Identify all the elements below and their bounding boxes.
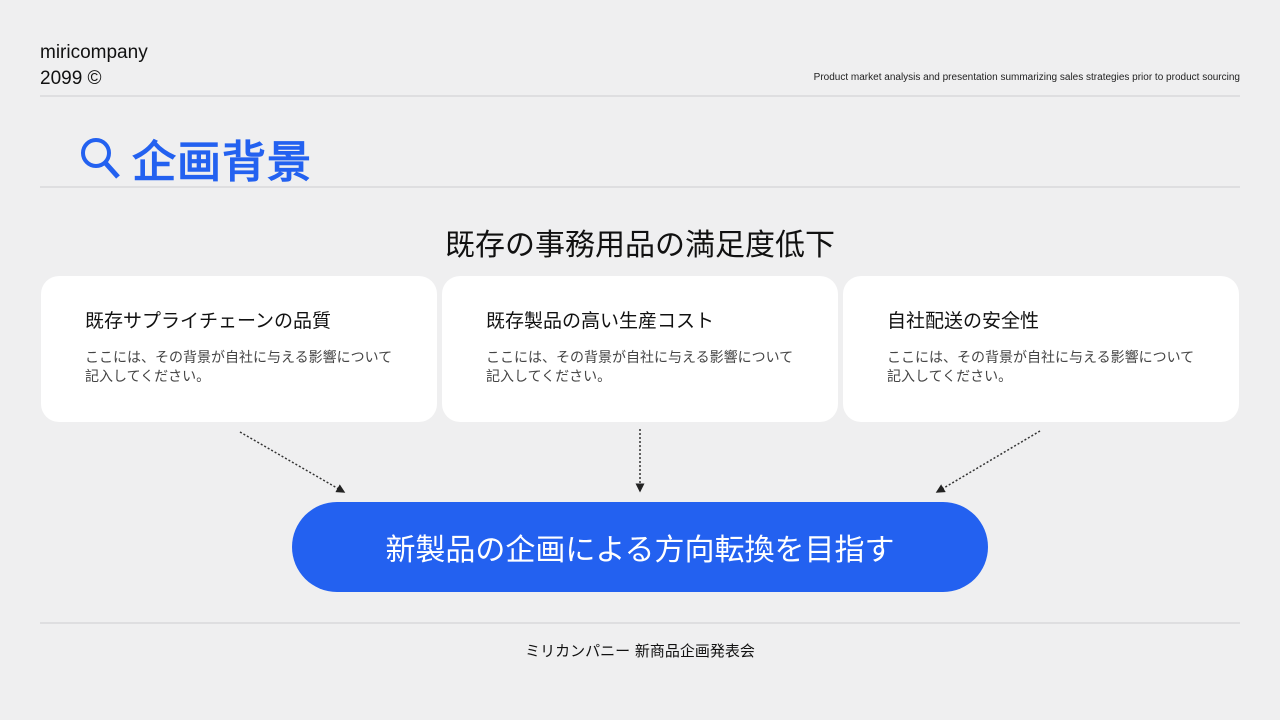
brand-year: 2099 © <box>40 68 102 89</box>
background-card: 既存サプライチェーンの品質 ここには、その背景が自社に与える影響について記入して… <box>41 276 437 422</box>
footer-text: ミリカンパニー 新商品企画発表会 <box>525 642 755 660</box>
page-title: 企画背景 <box>132 137 312 188</box>
conclusion-pill: 新製品の企画による方向転換を目指す <box>292 502 988 592</box>
card-title: 既存サプライチェーンの品質 <box>85 310 332 332</box>
title-divider <box>40 186 1240 188</box>
card-description: ここには、その背景が自社に与える影響について記入してください。 <box>486 350 794 385</box>
arrow-right <box>935 430 1041 493</box>
arrow-left <box>239 431 346 493</box>
header-divider <box>40 95 1240 97</box>
background-cards: 既存サプライチェーンの品質 ここには、その背景が自社に与える影響について記入して… <box>41 276 1239 422</box>
background-card: 自社配送の安全性 ここには、その背景が自社に与える影響について記入してください。 <box>843 276 1239 422</box>
card-description: ここには、その背景が自社に与える影響について記入してください。 <box>887 350 1195 385</box>
card-title: 既存製品の高い生産コスト <box>486 310 715 332</box>
brand: miricompany 2099 © <box>40 40 148 92</box>
tagline: Product market analysis and presentation… <box>813 72 1240 83</box>
card-description: ここには、その背景が自社に与える影響について記入してください。 <box>85 350 393 385</box>
brand-name: miricompany <box>40 42 148 63</box>
background-card: 既存製品の高い生産コスト ここには、その背景が自社に与える影響について記入してく… <box>442 276 838 422</box>
search-icon <box>78 133 124 183</box>
section-subtitle: 既存の事務用品の満足度低下 <box>445 228 835 263</box>
card-title: 自社配送の安全性 <box>887 310 1040 332</box>
title-row: 企画背景 <box>78 126 312 190</box>
footer-divider <box>40 622 1240 624</box>
conclusion-text: 新製品の企画による方向転換を目指す <box>385 533 895 568</box>
